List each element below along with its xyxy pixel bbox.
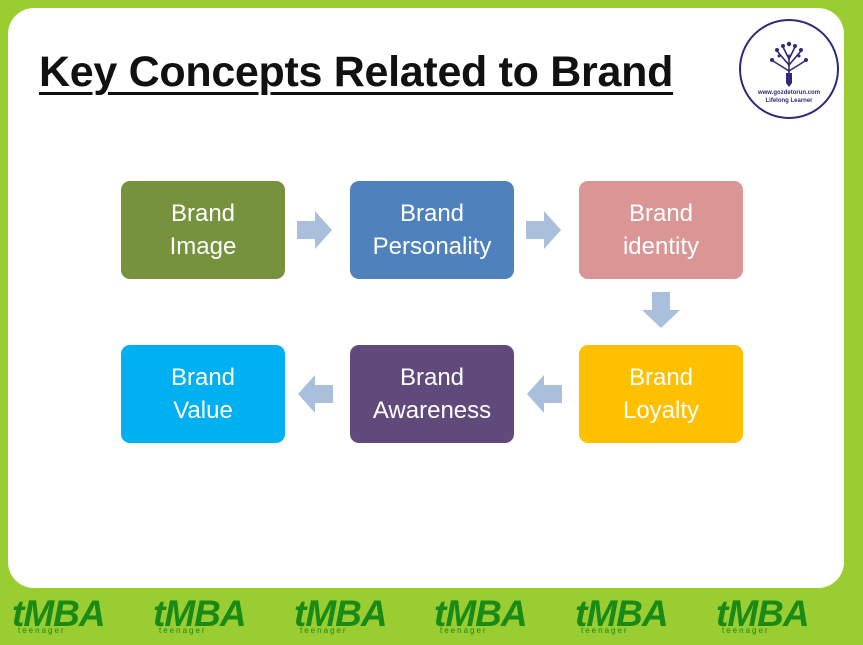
arrow-left-icon	[527, 375, 562, 413]
box-brand-identity: Brand identity	[579, 181, 743, 279]
brand-sub: teenager	[440, 626, 488, 635]
brand-sub: teenager	[159, 626, 207, 635]
footer-brand-logo: tMBA teenager	[434, 593, 554, 643]
logo-tagline: Lifelong Learner	[765, 98, 813, 104]
box-line1: Brand	[399, 200, 465, 227]
box-line1: Brand	[399, 364, 465, 391]
arrow-down-icon	[642, 292, 680, 328]
box-line1: Brand	[170, 200, 236, 227]
arrow-right-icon	[297, 211, 332, 249]
box-line1: Brand	[628, 200, 694, 227]
tree-pencil-icon	[770, 41, 808, 87]
arrow-right-icon	[526, 211, 561, 249]
brand-mark: tMBA	[434, 593, 528, 634]
brand-sub: teenager	[722, 626, 770, 635]
logo-url: www.gozdetorun.com	[757, 90, 821, 96]
site-logo: www.gozdetorun.com Lifelong Learner	[739, 19, 839, 119]
box-line2: Value	[173, 397, 233, 424]
footer-brand-logo: tMBA teenager	[575, 593, 695, 643]
slide-canvas: Key Concepts Related to Brand	[8, 8, 844, 588]
box-brand-loyalty: Brand Loyalty	[579, 345, 743, 443]
box-line2: Image	[169, 233, 237, 260]
footer-brand-logo: tMBA teenager	[294, 593, 414, 643]
footer-brand-logo: tMBA teenager	[153, 593, 273, 643]
box-line2: Awareness	[372, 397, 492, 424]
box-brand-awareness: Brand Awareness	[350, 345, 514, 443]
box-line2: Personality	[372, 233, 492, 260]
footer-brand-logo: tMBA teenager	[12, 593, 132, 643]
brand-mark: tMBA	[575, 593, 669, 634]
box-line1: Brand	[170, 364, 236, 391]
brand-sub: teenager	[581, 626, 629, 635]
brand-mark: tMBA	[294, 593, 388, 634]
box-brand-value: Brand Value	[121, 345, 285, 443]
box-brand-image: Brand Image	[121, 181, 285, 279]
brand-sub: teenager	[18, 626, 66, 635]
brand-mark: tMBA	[153, 593, 247, 634]
box-line2: identity	[622, 233, 700, 260]
arrow-left-icon	[298, 375, 333, 413]
footer-brand-logo: tMBA teenager	[716, 593, 836, 643]
footer-brand-strip: tMBA teenager tMBA teenager tMBA teenage…	[0, 590, 863, 645]
brand-sub: teenager	[300, 626, 348, 635]
brand-mark: tMBA	[12, 593, 106, 634]
box-brand-personality: Brand Personality	[350, 181, 514, 279]
brand-mark: tMBA	[716, 593, 810, 634]
box-line1: Brand	[628, 364, 694, 391]
box-line2: Loyalty	[622, 397, 700, 424]
page-title: Key Concepts Related to Brand	[39, 48, 674, 96]
